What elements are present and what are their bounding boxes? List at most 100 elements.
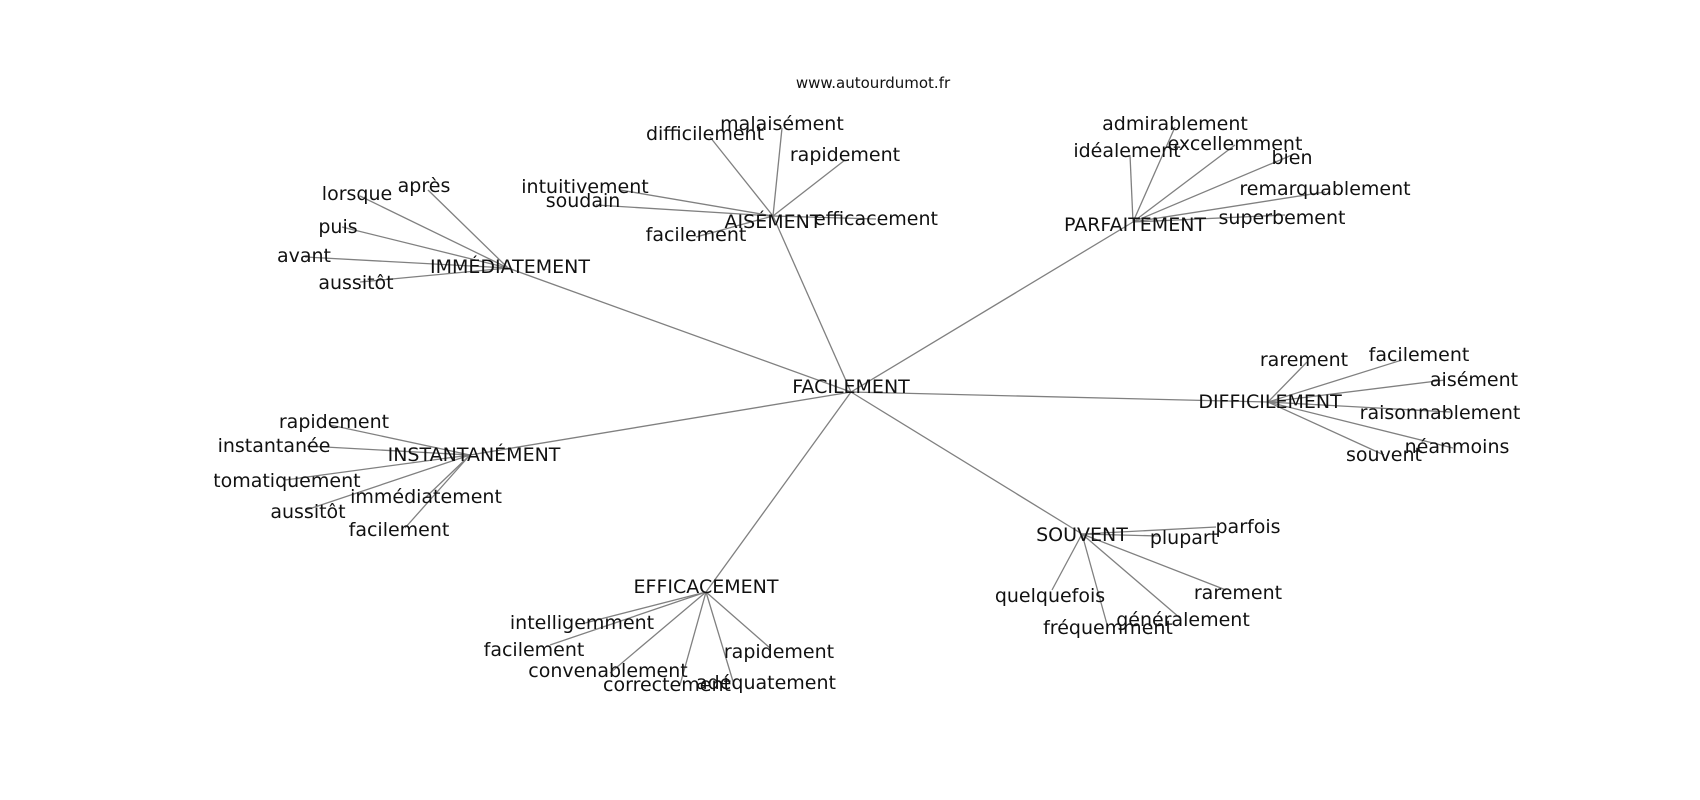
leaf-word[interactable]: facilement xyxy=(1369,344,1470,366)
hub-word-souvent[interactable]: SOUVENT xyxy=(1036,524,1128,546)
edge-aisement-leaf xyxy=(772,127,783,217)
graph-edges xyxy=(284,126,1454,689)
leaf-word[interactable]: aussitôt xyxy=(318,272,393,294)
edge-instantanement-leaf xyxy=(284,454,471,481)
leaf-word[interactable]: lorsque xyxy=(322,183,392,205)
edge-instantanement-leaf xyxy=(305,454,471,511)
hub-word-parfaitement[interactable]: PARFAITEMENT xyxy=(1064,214,1206,236)
leaf-word[interactable]: efficacement xyxy=(814,208,938,230)
edge-aisement-leaf xyxy=(772,215,877,220)
edge-difficilement-leaf xyxy=(1267,379,1446,403)
leaf-word[interactable]: rapidement xyxy=(279,411,389,433)
edge-aisement-leaf xyxy=(695,215,774,238)
edge-center-aisement xyxy=(772,215,852,393)
edge-immediatement-leaf xyxy=(359,195,509,269)
leaf-word[interactable]: facilement xyxy=(349,519,450,541)
leaf-word[interactable]: automatiquement xyxy=(189,470,360,492)
edge-instantanement-leaf xyxy=(306,445,471,456)
leaf-word[interactable]: intuitivement xyxy=(521,176,648,198)
edge-immediatement-leaf xyxy=(304,256,509,269)
leaf-word[interactable]: superbement xyxy=(1219,207,1346,229)
edge-efficacement-leaf xyxy=(705,591,736,689)
leaf-word[interactable]: remarquablement xyxy=(1239,178,1410,200)
edge-instantanement-leaf xyxy=(329,424,471,456)
leaf-word[interactable]: adéquatement xyxy=(696,672,836,694)
leaf-word[interactable]: difficilement xyxy=(646,123,764,145)
leaf-word[interactable]: correctement xyxy=(603,674,731,696)
leaf-word[interactable]: facilement xyxy=(646,224,747,246)
edge-center-difficilement xyxy=(850,391,1269,403)
edge-immediatement-leaf xyxy=(427,189,509,269)
source-url: www.autourdumot.fr xyxy=(796,74,951,92)
edge-difficilement-leaf xyxy=(1267,401,1454,449)
edge-efficacement-leaf xyxy=(584,591,707,624)
leaf-word[interactable]: idéalement xyxy=(1073,140,1180,162)
leaf-word[interactable]: convenablement xyxy=(528,660,687,682)
leaf-word[interactable]: raisonnablement xyxy=(1360,402,1521,424)
leaf-word[interactable]: aisément xyxy=(1430,369,1518,391)
edge-efficacement-leaf xyxy=(549,591,707,646)
edge-center-parfaitement xyxy=(850,221,1134,393)
edge-parfaitement-leaf xyxy=(1132,214,1286,223)
leaf-word[interactable]: puis xyxy=(318,216,357,238)
leaf-word[interactable]: rarement xyxy=(1194,582,1282,604)
leaf-word[interactable]: avant xyxy=(277,245,331,267)
edge-souvent-leaf xyxy=(1081,533,1109,629)
edge-aisement-leaf xyxy=(595,204,774,217)
edge-instantanement-leaf xyxy=(424,454,471,499)
edge-immediatement-leaf xyxy=(359,267,509,283)
leaf-word[interactable]: quelquefois xyxy=(995,585,1105,607)
edge-difficilement-leaf xyxy=(1267,359,1403,403)
leaf-word[interactable]: parfois xyxy=(1215,516,1280,538)
leaf-word[interactable]: généralement xyxy=(1116,609,1250,631)
leaf-word[interactable]: excellemment xyxy=(1168,133,1303,155)
center-word[interactable]: FACILEMENT xyxy=(792,376,910,398)
hub-word-efficacement[interactable]: EFFICACEMENT xyxy=(634,576,779,598)
edge-souvent-leaf xyxy=(1081,533,1161,537)
leaf-word[interactable]: rapidement xyxy=(724,641,834,663)
hub-word-immediatement[interactable]: IMMÉDIATEMENT xyxy=(430,255,590,278)
hub-word-aisement[interactable]: AISÉMENT xyxy=(725,210,822,233)
edge-difficilement-leaf xyxy=(1267,401,1451,413)
leaf-word[interactable]: après xyxy=(398,175,451,197)
left-clip-edge xyxy=(0,0,214,800)
edge-aisement-leaf xyxy=(619,189,774,217)
leaf-word[interactable]: rapidement xyxy=(790,144,900,166)
edge-immediatement-leaf xyxy=(341,226,509,269)
leaf-word[interactable]: néanmoins xyxy=(1405,436,1510,458)
edge-center-immediatement xyxy=(507,267,852,393)
leaf-word[interactable]: immédiatement xyxy=(350,486,502,508)
leaf-word[interactable]: intelligemment xyxy=(510,612,654,634)
edge-efficacement-leaf xyxy=(705,591,771,649)
edge-parfaitement-leaf xyxy=(1132,191,1326,223)
hub-word-instantanement[interactable]: INSTANTANÉMENT xyxy=(388,443,561,466)
edge-center-efficacement xyxy=(705,391,852,593)
edge-parfaitement-leaf xyxy=(1132,154,1293,223)
edge-efficacement-leaf xyxy=(609,591,707,674)
edge-souvent-leaf xyxy=(1081,533,1181,619)
hub-word-difficilement[interactable]: DIFFICILEMENT xyxy=(1198,391,1342,413)
leaf-word[interactable]: facilement xyxy=(484,639,585,661)
leaf-word[interactable]: rarement xyxy=(1260,349,1348,371)
edge-parfaitement-leaf xyxy=(1132,144,1236,223)
graph-labels: www.autourdumot.fr difficilementmalaisém… xyxy=(189,74,1520,696)
edge-efficacement-leaf xyxy=(679,591,707,686)
leaf-word[interactable]: malaisément xyxy=(720,113,844,135)
leaf-word[interactable]: souvent xyxy=(1346,444,1422,466)
leaf-word[interactable]: admirablement xyxy=(1102,113,1248,135)
leaf-word[interactable]: fréquemment xyxy=(1043,617,1173,639)
leaf-word[interactable]: soudain xyxy=(546,190,621,212)
edge-souvent-leaf xyxy=(1051,533,1083,591)
leaf-word[interactable]: plupart xyxy=(1150,527,1218,549)
edge-parfaitement-leaf xyxy=(1132,126,1176,223)
leaf-word[interactable]: aussitôt xyxy=(270,501,345,523)
leaf-word[interactable]: instantanée xyxy=(218,435,331,457)
edge-aisement-leaf xyxy=(709,136,774,217)
edge-center-instantanement xyxy=(469,391,852,456)
leaf-word[interactable]: bien xyxy=(1271,147,1312,169)
edge-center-souvent xyxy=(850,391,1083,535)
edge-parfaitement-leaf xyxy=(1129,154,1134,223)
edge-difficilement-leaf xyxy=(1267,401,1385,456)
edge-aisement-leaf xyxy=(772,159,846,217)
